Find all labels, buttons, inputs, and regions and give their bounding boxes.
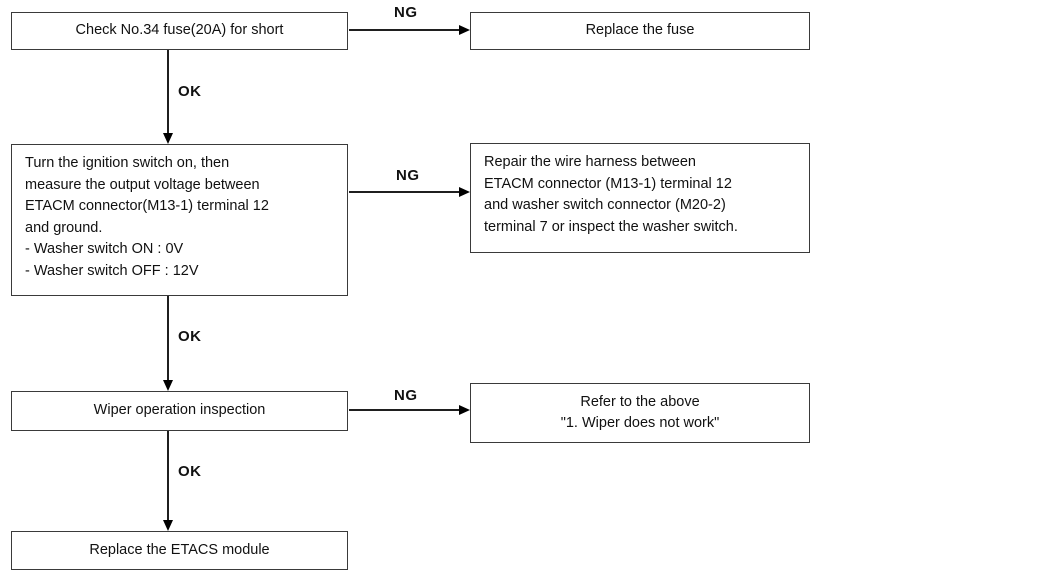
- connector-ng-line-2: [348, 191, 460, 193]
- edge-label-ng-1: NG: [394, 4, 418, 21]
- edge-label-ok-1: OK: [178, 83, 202, 100]
- connector-ok-line-3: [167, 431, 169, 521]
- node-check-fuse: Check No.34 fuse(20A) for short: [11, 12, 348, 50]
- edge-label-ng-2: NG: [396, 167, 420, 184]
- arrow-down-icon: [162, 380, 173, 391]
- connector-ng-line-1: [348, 29, 460, 31]
- arrow-right-icon: [459, 404, 470, 415]
- connector-ng-line-3: [348, 409, 460, 411]
- arrow-down-icon: [162, 133, 173, 144]
- node-repair-wire-harness: Repair the wire harness between ETACM co…: [470, 143, 810, 253]
- node-replace-fuse: Replace the fuse: [470, 12, 810, 50]
- arrow-right-icon: [459, 186, 470, 197]
- edge-label-ng-3: NG: [394, 387, 418, 404]
- node-measure-output-voltage: Turn the ignition switch on, then measur…: [11, 144, 348, 296]
- node-refer-wiper-does-not-work: Refer to the above "1. Wiper does not wo…: [470, 383, 810, 443]
- arrow-down-icon: [162, 520, 173, 531]
- node-replace-etacs-module: Replace the ETACS module: [11, 531, 348, 570]
- edge-label-ok-3: OK: [178, 463, 202, 480]
- node-wiper-operation-inspection: Wiper operation inspection: [11, 391, 348, 431]
- connector-ok-line-1: [167, 50, 169, 134]
- edge-label-ok-2: OK: [178, 328, 202, 345]
- arrow-right-icon: [459, 24, 470, 35]
- connector-ok-line-2: [167, 296, 169, 381]
